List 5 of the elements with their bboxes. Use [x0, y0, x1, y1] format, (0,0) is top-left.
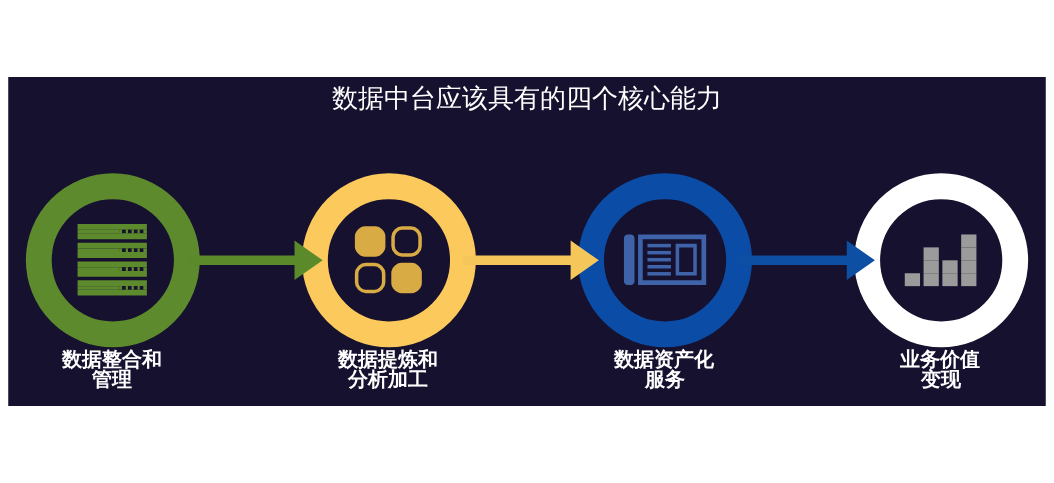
node-label: 数据整合和管理: [61, 346, 162, 391]
node-label: 业务价值变现: [900, 346, 981, 391]
node-label: 数据资产化服务: [613, 346, 714, 391]
diagram-title: 数据中台应该具有的四个核心能力: [332, 83, 722, 114]
node-label: 数据提炼和分析加工: [337, 346, 438, 391]
